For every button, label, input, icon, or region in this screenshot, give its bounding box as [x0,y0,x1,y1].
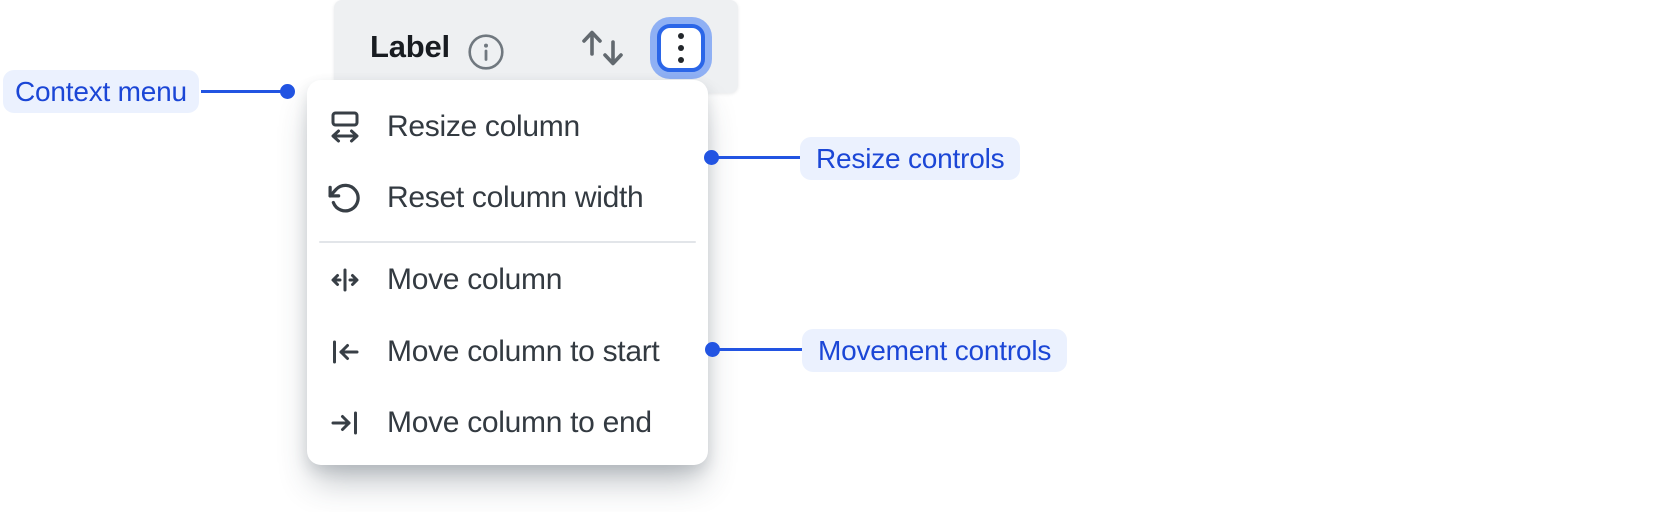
column-header: Label [334,0,738,93]
kebab-menu-icon [678,33,684,39]
leader-dot-movement-controls [705,342,720,357]
resize-column-icon [327,110,363,144]
annotation-movement-controls: Movement controls [802,329,1068,372]
sort-arrows-icon[interactable] [577,26,629,70]
column-menu-button[interactable] [657,24,705,72]
menu-item-label: Move column to end [387,406,652,439]
menu-item-label: Move column to start [387,335,660,368]
reset-column-width-icon [327,181,363,215]
menu-item-move-column[interactable]: Move column [307,244,708,316]
leader-line-resize-controls [712,156,800,159]
move-to-end-icon [327,406,363,440]
annotation-resize-controls: Resize controls [800,137,1021,180]
leader-dot-resize-controls [704,150,719,165]
column-title: Label [370,28,450,64]
leader-dot-context-menu [280,84,295,99]
menu-item-label: Resize column [387,110,580,143]
menu-item-reset-column-width[interactable]: Reset column width [307,162,708,234]
move-to-start-icon [327,335,363,369]
menu-item-resize-column[interactable]: Resize column [307,91,708,163]
leader-line-movement-controls [713,348,802,351]
menu-divider [319,241,696,243]
move-column-icon [327,263,363,297]
annotation-context-menu: Context menu [3,70,199,113]
context-menu: Resize column Reset column width [307,80,708,465]
menu-item-move-column-to-end[interactable]: Move column to end [307,387,708,459]
menu-item-label: Move column [387,263,563,296]
menu-item-move-column-to-start[interactable]: Move column to start [307,316,708,388]
leader-line-context-menu [201,90,288,93]
menu-item-label: Reset column width [387,181,644,214]
info-icon[interactable] [467,33,505,71]
